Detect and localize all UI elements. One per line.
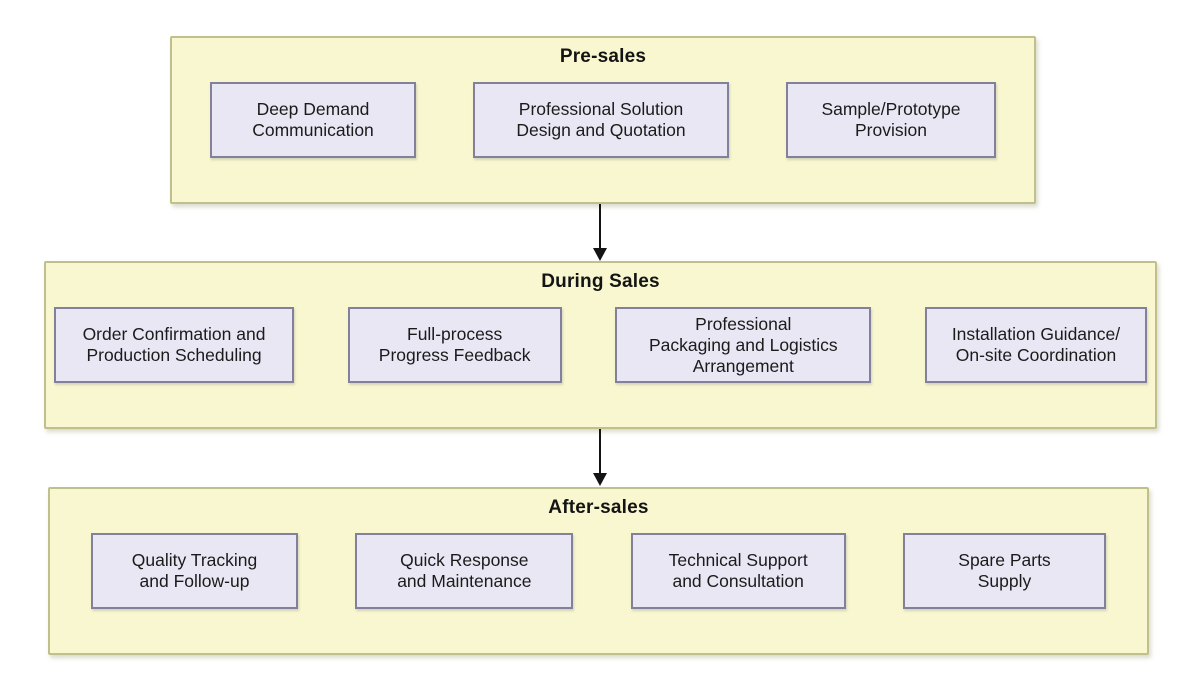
down-arrow-connector-during-to-after (593, 429, 607, 486)
item-full-process-progress-feedback: Full-process Progress Feedback (347, 307, 562, 383)
stage-during-sales: During Sales Order Confirmation and Prod… (44, 261, 1157, 429)
item-installation-guidance-on-site-coordination: Installation Guidance/ On-site Coordinat… (924, 307, 1147, 383)
stage-after-sales: After-sales Quality Tracking and Follow-… (48, 487, 1149, 655)
item-professional-solution-design-and-quotation: Professional Solution Design and Quotati… (473, 82, 729, 158)
item-label: Spare Parts Supply (958, 550, 1051, 591)
item-sample-prototype-provision: Sample/Prototype Provision (786, 82, 996, 158)
item-label: Technical Support and Consultation (668, 550, 808, 591)
stage-after-sales-title: After-sales (548, 497, 649, 518)
item-order-confirmation-and-production-scheduling: Order Confirmation and Production Schedu… (54, 307, 294, 383)
stage-presales: Pre-sales Deep Demand Communication Prof… (170, 36, 1036, 204)
item-label: Sample/Prototype Provision (821, 99, 961, 140)
stage-during-sales-items: Order Confirmation and Production Schedu… (46, 307, 1155, 383)
item-professional-packaging-and-logistics-arrangement: Professional Packaging and Logistics Arr… (615, 307, 872, 383)
item-label: Professional Packaging and Logistics Arr… (648, 313, 838, 376)
item-quality-tracking-and-follow-up: Quality Tracking and Follow-up (91, 533, 298, 609)
item-technical-support-and-consultation: Technical Support and Consultation (630, 533, 846, 609)
stage-presales-title: Pre-sales (559, 46, 647, 67)
item-label: Order Confirmation and Production Schedu… (82, 324, 266, 365)
stage-after-sales-items: Quality Tracking and Follow-up Quick Res… (50, 533, 1147, 609)
item-label: Deep Demand Communication (252, 99, 374, 140)
stage-presales-items: Deep Demand Communication Professional S… (172, 82, 1034, 158)
item-label: Quality Tracking and Follow-up (131, 550, 258, 591)
item-deep-demand-communication: Deep Demand Communication (210, 82, 416, 158)
item-label: Full-process Progress Feedback (378, 324, 531, 365)
item-spare-parts-supply: Spare Parts Supply (902, 533, 1106, 609)
item-label: Professional Solution Design and Quotati… (516, 99, 686, 140)
item-label: Installation Guidance/ On-site Coordinat… (951, 324, 1121, 365)
item-quick-response-and-maintenance: Quick Response and Maintenance (355, 533, 574, 609)
down-arrow-connector-presales-to-during (593, 204, 607, 261)
stage-during-sales-title: During Sales (541, 271, 660, 292)
item-label: Quick Response and Maintenance (397, 550, 532, 591)
